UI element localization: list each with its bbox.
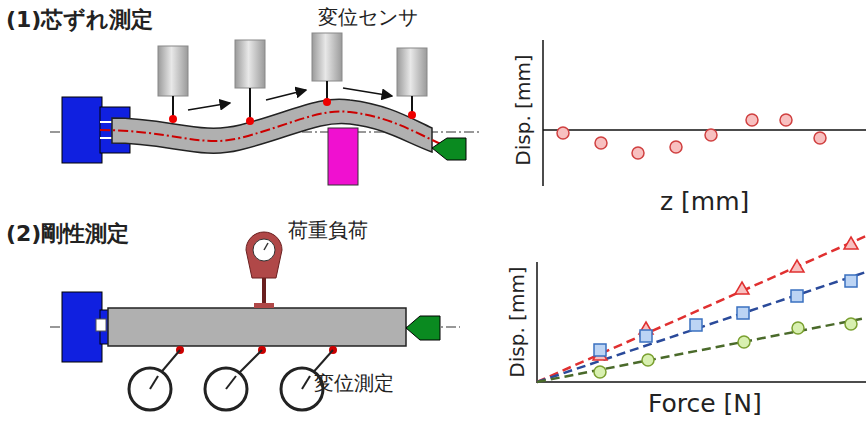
- gauge-label: 変位測定: [314, 372, 394, 394]
- displacement-sensors: [158, 33, 427, 125]
- axis-label: z [mm]: [660, 188, 749, 216]
- runout-plot: [543, 40, 866, 186]
- axis-label: Disp. [mm]: [506, 266, 528, 377]
- load-label: 荷重負荷: [288, 219, 368, 241]
- tailstock-center: [432, 138, 466, 160]
- dial-gauges: [129, 346, 337, 410]
- axis-label: Disp. [mm]: [512, 54, 534, 165]
- section-title: (1)芯ずれ測定: [6, 8, 153, 32]
- sensor-label: 変位センサ: [318, 6, 418, 28]
- section-title: (2)剛性測定: [6, 222, 129, 246]
- support-block: [328, 128, 358, 185]
- stiffness-plot: [537, 236, 866, 383]
- load-gauge: [246, 232, 282, 308]
- bent-shaft: [112, 99, 432, 153]
- chuck: [62, 97, 102, 163]
- axis-label: Force [N]: [648, 390, 762, 418]
- straight-shaft: [108, 308, 406, 346]
